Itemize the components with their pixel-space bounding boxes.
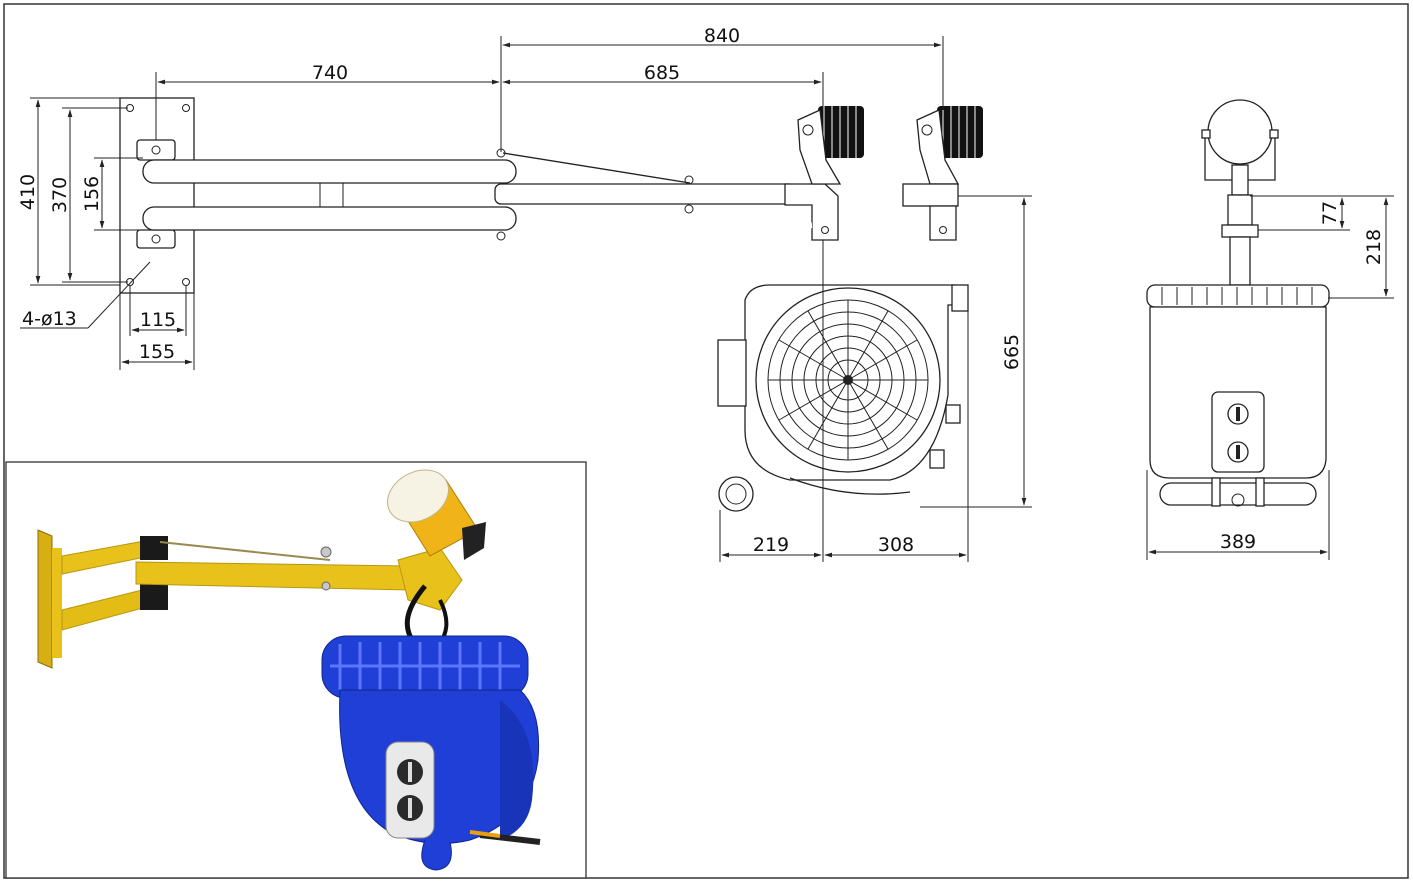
lamp-drawing-2 [902,106,983,241]
dim-218: 218 [1363,229,1385,265]
product-photo [5,461,587,879]
dim-115: 115 [140,309,176,331]
heater-front-view [1146,99,1330,507]
lamp-photo [387,469,486,560]
dimension-lines [20,36,1394,562]
dim-308: 308 [878,534,914,556]
dim-219: 219 [753,534,789,556]
dim-389: 389 [1220,531,1256,553]
dim-370: 370 [49,177,71,213]
dim-holes: 4-ø13 [22,308,77,330]
dimension-labels: 840 740 685 410 370 156 4-ø13 115 155 66… [17,25,1385,556]
arm-top-view [119,97,983,294]
dim-840: 840 [704,25,740,47]
heater-photo [321,635,541,871]
dim-77: 77 [1319,201,1341,225]
lamp-drawing-1 [797,106,864,185]
heater-side-view [717,222,969,512]
dim-410: 410 [17,174,39,210]
dim-685: 685 [644,62,680,84]
dim-665: 665 [1001,334,1023,370]
dim-740: 740 [312,62,348,84]
dim-155: 155 [139,341,175,363]
dim-156: 156 [81,176,103,212]
